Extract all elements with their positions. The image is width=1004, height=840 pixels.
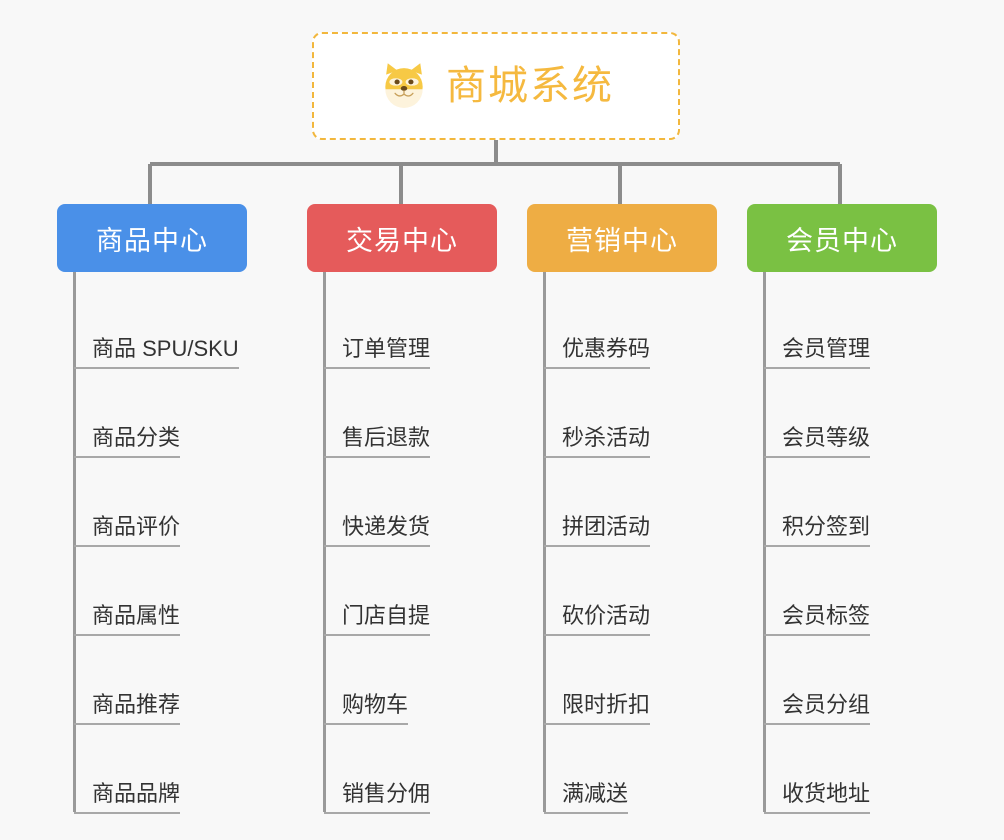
item-rule (324, 723, 409, 725)
item-rule (74, 723, 181, 725)
list-item[interactable]: 满减送 (544, 725, 717, 814)
list-item[interactable]: 商品 SPU/SKU (74, 280, 247, 369)
list-item-label: 收货地址 (782, 781, 871, 806)
category-column-member: 会员中心 会员管理 会员等级 积分签到 会员标签 会员分组 (747, 204, 937, 814)
list-item[interactable]: 会员标签 (764, 547, 937, 636)
item-rule (764, 634, 871, 636)
list-item[interactable]: 快递发货 (324, 458, 497, 547)
list-item[interactable]: 秒杀活动 (544, 369, 717, 458)
item-rule (74, 456, 181, 458)
list-item-label: 积分签到 (782, 514, 871, 539)
list-item[interactable]: 会员等级 (764, 369, 937, 458)
spine-line (73, 272, 76, 812)
list-item[interactable]: 积分签到 (764, 458, 937, 547)
item-rule (544, 367, 651, 369)
item-rule (324, 634, 431, 636)
list-item-label: 销售分佣 (342, 781, 431, 806)
list-item[interactable]: 优惠券码 (544, 280, 717, 369)
list-item[interactable]: 门店自提 (324, 547, 497, 636)
item-rule (324, 812, 431, 814)
spine-line (763, 272, 766, 812)
item-rule (764, 367, 871, 369)
list-item-label: 砍价活动 (562, 603, 651, 628)
category-items: 商品 SPU/SKU 商品分类 商品评价 商品属性 商品推荐 商品品牌 (57, 272, 247, 814)
list-item[interactable]: 收货地址 (764, 725, 937, 814)
list-item-label: 售后退款 (342, 425, 431, 450)
list-item-label: 满减送 (562, 781, 629, 806)
list-item[interactable]: 购物车 (324, 636, 497, 725)
item-rule (324, 456, 431, 458)
category-header-marketing[interactable]: 营销中心 (527, 204, 717, 272)
root-label: 商城系统 (446, 64, 614, 108)
list-item[interactable]: 订单管理 (324, 280, 497, 369)
list-item[interactable]: 商品属性 (74, 547, 247, 636)
item-rule (764, 456, 871, 458)
item-rule (764, 812, 871, 814)
list-item[interactable]: 砍价活动 (544, 547, 717, 636)
list-item-label: 会员标签 (782, 603, 871, 628)
list-item-label: 商品分类 (92, 425, 181, 450)
list-item-label: 商品属性 (92, 603, 181, 628)
category-header-member[interactable]: 会员中心 (747, 204, 937, 272)
category-column-marketing: 营销中心 优惠券码 秒杀活动 拼团活动 砍价活动 限时折扣 (527, 204, 717, 814)
list-item-label: 商品 SPU/SKU (92, 336, 239, 361)
item-rule (544, 812, 629, 814)
item-rule (74, 545, 181, 547)
list-item-label: 秒杀活动 (562, 425, 651, 450)
item-rule (764, 545, 871, 547)
list-item-label: 会员管理 (782, 336, 871, 361)
item-rule (324, 367, 431, 369)
category-label: 交易中心 (346, 225, 458, 256)
list-item-label: 商品品牌 (92, 781, 181, 806)
category-label: 营销中心 (566, 225, 678, 256)
list-item-label: 会员等级 (782, 425, 871, 450)
list-item-label: 快递发货 (342, 514, 431, 539)
spine-line (323, 272, 326, 812)
list-item[interactable]: 商品评价 (74, 458, 247, 547)
item-rule (544, 634, 651, 636)
list-item-label: 购物车 (342, 692, 409, 717)
list-item[interactable]: 销售分佣 (324, 725, 497, 814)
category-column-product: 商品中心 商品 SPU/SKU 商品分类 商品评价 商品属性 商品推荐 (57, 204, 247, 814)
item-rule (324, 545, 431, 547)
category-label: 商品中心 (96, 225, 208, 256)
list-item-label: 商品评价 (92, 514, 181, 539)
list-item-label: 限时折扣 (562, 692, 651, 717)
list-item[interactable]: 商品分类 (74, 369, 247, 458)
list-item-label: 拼团活动 (562, 514, 651, 539)
list-item[interactable]: 限时折扣 (544, 636, 717, 725)
item-rule (764, 723, 871, 725)
category-label: 会员中心 (786, 225, 898, 256)
spine-line (543, 272, 546, 812)
item-rule (74, 812, 181, 814)
list-item-label: 会员分组 (782, 692, 871, 717)
category-items: 订单管理 售后退款 快递发货 门店自提 购物车 销售分佣 (307, 272, 497, 814)
list-item[interactable]: 商品推荐 (74, 636, 247, 725)
category-column-trade: 交易中心 订单管理 售后退款 快递发货 门店自提 购物车 (307, 204, 497, 814)
list-item-label: 商品推荐 (92, 692, 181, 717)
category-header-product[interactable]: 商品中心 (57, 204, 247, 272)
list-item[interactable]: 商品品牌 (74, 725, 247, 814)
item-rule (74, 367, 239, 369)
item-rule (544, 723, 651, 725)
root-node[interactable]: 商城系统 (312, 32, 680, 140)
category-items: 会员管理 会员等级 积分签到 会员标签 会员分组 收货地址 (747, 272, 937, 814)
list-item[interactable]: 拼团活动 (544, 458, 717, 547)
item-rule (544, 545, 651, 547)
list-item[interactable]: 售后退款 (324, 369, 497, 458)
item-rule (544, 456, 651, 458)
list-item-label: 订单管理 (342, 336, 431, 361)
category-items: 优惠券码 秒杀活动 拼团活动 砍价活动 限时折扣 满减送 (527, 272, 717, 814)
list-item[interactable]: 会员管理 (764, 280, 937, 369)
list-item[interactable]: 会员分组 (764, 636, 937, 725)
item-rule (74, 634, 181, 636)
category-header-trade[interactable]: 交易中心 (307, 204, 497, 272)
shiba-dog-face-icon (385, 63, 423, 108)
list-item-label: 门店自提 (342, 603, 431, 628)
list-item-label: 优惠券码 (562, 336, 651, 361)
